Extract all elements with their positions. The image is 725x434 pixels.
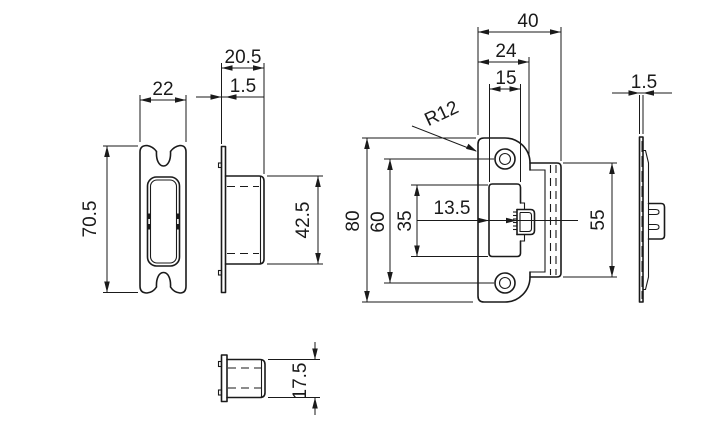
counterplate-bottom-flange (220, 354, 228, 403)
counterplate-bottom-view (217, 354, 266, 403)
latch-bolt-side (647, 202, 666, 240)
lockplate-side-flange (638, 136, 644, 303)
dim-42-5-label: 42.5 (293, 202, 314, 239)
dim-24: 24 (478, 41, 530, 155)
dim-70-5-label: 70.5 (80, 201, 101, 238)
dim-40-label: 40 (517, 11, 538, 32)
dim-80-label: 80 (343, 210, 364, 231)
counterplate-side-view (217, 145, 265, 294)
latch-bolt-front (513, 208, 536, 236)
dim-55: 55 (563, 162, 617, 278)
dim-13-5-label: 13.5 (434, 198, 471, 219)
counterplate-outline (139, 144, 187, 294)
dim-15: 15 (489, 68, 521, 182)
dim-1-5-right: 1.5 (612, 72, 672, 134)
latch-serration (513, 211, 517, 231)
counterplate-bottom-body (226, 358, 266, 399)
dim-24-label: 24 (495, 41, 517, 62)
dim-13-5: 13.5 (417, 198, 578, 224)
dim-55-label: 55 (588, 209, 609, 230)
dim-60-label: 60 (368, 211, 389, 232)
counterplate-front-view (139, 144, 187, 294)
lockplate-body-outline (529, 162, 562, 278)
dim-22-label: 22 (152, 79, 173, 100)
counterplate-opening-inner (149, 179, 178, 264)
dim-17-5: 17.5 (268, 342, 320, 415)
counterplate-insert-ticks (147, 213, 180, 230)
dim-40: 40 (477, 11, 562, 161)
counterplate-side-flange (220, 145, 227, 294)
dim-20-5: 20.5 (221, 47, 265, 174)
dim-60: 60 (368, 158, 494, 284)
lockplate-side-case (643, 149, 650, 291)
dim-1-5-side: 1.5 (196, 76, 264, 100)
lockplate-side-view (638, 136, 666, 303)
screw-hole-top (494, 148, 516, 170)
dim-1-5-right-label: 1.5 (631, 72, 657, 93)
screw-hole-bottom (494, 272, 516, 294)
dim-80: 80 (343, 137, 476, 303)
dim-20-5-label: 20.5 (225, 47, 262, 68)
dim-17-5-label: 17.5 (290, 363, 311, 400)
dim-15-label: 15 (495, 68, 516, 89)
dim-35: 35 (395, 184, 488, 257)
dim-35-label: 35 (395, 210, 416, 231)
lockplate-step (530, 169, 546, 273)
lockplate-flange-outline (477, 137, 531, 303)
dim-1-5-side-label: 1.5 (230, 76, 256, 97)
counterplate-side-body (224, 175, 265, 265)
dim-70-5: 70.5 (80, 145, 138, 293)
dim-42-5: 42.5 (267, 175, 323, 265)
dim-22: 22 (139, 79, 187, 142)
lockplate-front-view (477, 137, 562, 303)
counterplate-opening-outer (146, 176, 181, 267)
